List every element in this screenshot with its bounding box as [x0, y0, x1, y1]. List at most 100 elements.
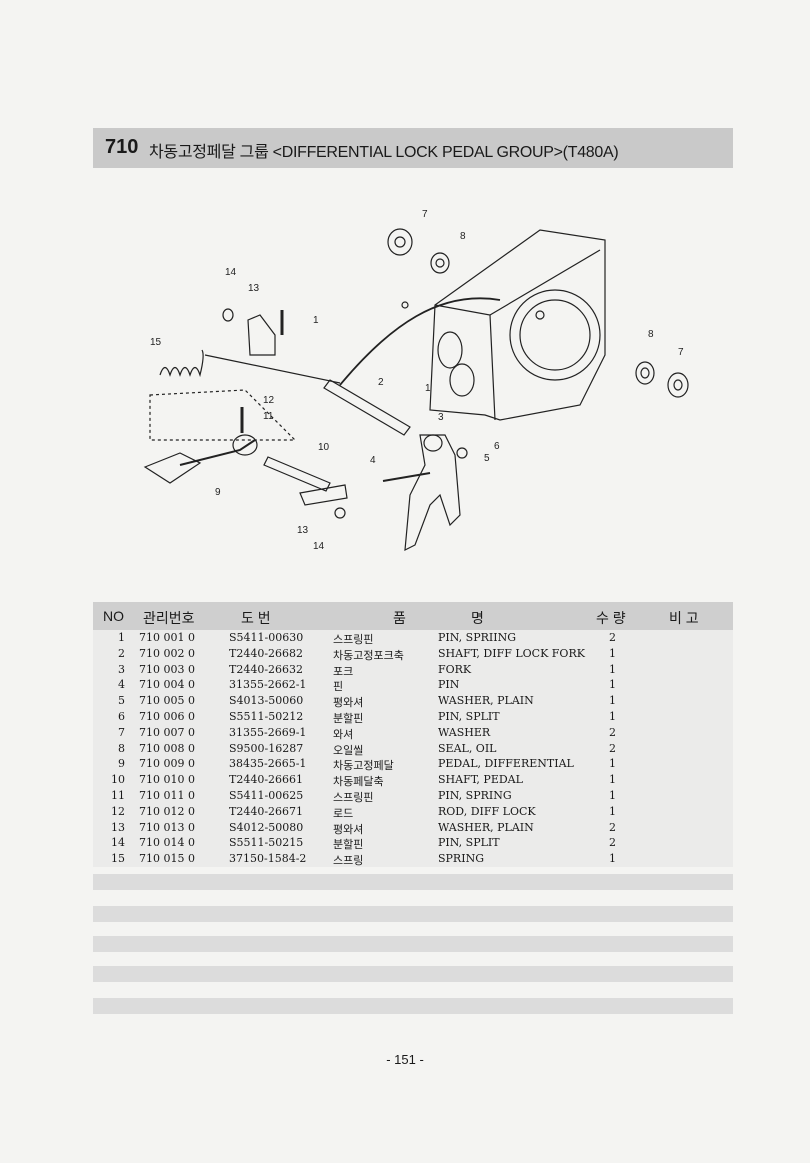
spring [159, 349, 204, 378]
row-name-en: PEDAL, DIFFERENTIAL [438, 757, 574, 771]
row-qty: 2 [609, 631, 616, 644]
callout-11: 11 [263, 411, 274, 422]
callout-5: 5 [484, 453, 490, 464]
row-part-no: 31355-2669-1 [229, 725, 307, 739]
row-name-kr: 분할핀 [333, 711, 364, 725]
pin-4 [382, 472, 431, 482]
row-no: 1 [118, 631, 125, 644]
empty-row-band [93, 936, 733, 952]
row-part-no: S5411-00630 [229, 631, 304, 644]
row-code: 710 006 0 [139, 709, 195, 723]
row-part-no: S5411-00625 [229, 788, 304, 802]
washer-top [387, 228, 413, 256]
row-name-kr: 평와셔 [333, 696, 364, 710]
callout-7-top: 7 [422, 209, 428, 220]
callout-12: 12 [263, 395, 275, 406]
row-no: 13 [111, 820, 125, 834]
callout-14-top: 14 [225, 267, 237, 278]
header-part-no: 도 번 [241, 610, 271, 626]
row-code: 710 015 0 [139, 852, 195, 866]
header-code: 관리번호 [143, 610, 195, 626]
housing-edge [434, 304, 496, 421]
callout-2: 2 [378, 377, 384, 388]
row-code: 710 002 0 [139, 646, 195, 660]
row-name-en: WASHER, PLAIN [438, 694, 534, 708]
row-name-kr: 핀 [333, 680, 344, 694]
seal-right [635, 361, 655, 385]
row-name-en: SPRING [438, 852, 484, 866]
row-name-kr: 스프링 [333, 854, 364, 868]
cable [339, 297, 501, 386]
row-code: 710 009 0 [139, 757, 195, 771]
row-qty: 1 [609, 852, 616, 866]
row-name-kr: 스프링핀 [333, 790, 374, 804]
header-no: NO [103, 608, 124, 624]
rod [204, 354, 341, 384]
row-no: 5 [118, 694, 125, 708]
row-qty: 1 [609, 709, 616, 723]
page-number: - 151 - [386, 1052, 424, 1067]
row-no: 10 [111, 773, 125, 787]
rod-frame [149, 389, 297, 441]
row-no: 4 [118, 678, 125, 692]
callout-10: 10 [318, 442, 330, 453]
row-name-en: PIN [438, 678, 460, 692]
row-no: 9 [118, 757, 125, 771]
row-name-en: PIN, SPLIT [438, 709, 500, 723]
callout-14-bottom: 14 [313, 541, 325, 552]
row-code: 710 013 0 [139, 820, 195, 834]
exploded-parts-diagram: 7 8 14 13 1 15 12 11 2 1 3 10 4 5 6 9 8 … [100, 195, 720, 585]
row-name-en: PIN, SPRING [438, 788, 512, 802]
row-name-en: SHAFT, PEDAL [438, 773, 523, 787]
pedal-arm [179, 439, 256, 466]
callout-7-right: 7 [678, 347, 684, 358]
row-code: 710 008 0 [139, 741, 195, 755]
housing-outline [429, 229, 606, 421]
row-part-no: T2440-26671 [229, 804, 304, 818]
section-title-bar: 710 차동고정페달 그룹 <DIFFERENTIAL LOCK PEDAL G… [93, 128, 733, 168]
parts-table-header: NO 관리번호 도 번 품 명 수 량 비 고 [93, 602, 733, 630]
row-part-no: 31355-2662-1 [229, 678, 307, 692]
row-part-no: T2440-26632 [229, 662, 304, 676]
header-note: 비 고 [669, 610, 699, 626]
row-qty: 1 [609, 694, 616, 708]
section-number: 710 [105, 136, 139, 158]
row-qty: 2 [609, 836, 616, 850]
row-name-kr: 분할핀 [333, 838, 364, 852]
row-qty: 1 [609, 757, 616, 771]
row-no: 14 [111, 836, 125, 850]
row-no: 2 [118, 646, 125, 660]
row-no: 6 [118, 709, 125, 723]
row-qty: 2 [609, 725, 616, 739]
row-qty: 1 [609, 773, 616, 787]
pedal-link [299, 484, 348, 506]
header-name-en: 명 [471, 610, 484, 626]
section-title: 차동고정페달 그룹 <DIFFERENTIAL LOCK PEDAL GROUP… [149, 144, 619, 161]
row-name-en: SEAL, OIL [438, 741, 497, 755]
row-part-no: 38435-2665-1 [229, 757, 307, 771]
callout-6: 6 [494, 441, 500, 452]
row-no: 8 [118, 741, 125, 755]
row-part-no: S4012-50080 [229, 820, 304, 834]
row-qty: 1 [609, 804, 616, 818]
row-code: 710 007 0 [139, 725, 195, 739]
row-part-no: T2440-26682 [229, 646, 304, 660]
empty-row-band [93, 998, 733, 1014]
row-name-kr: 차동페달축 [333, 775, 384, 789]
row-name-en: PIN, SPLIT [438, 836, 500, 850]
row-name-kr: 로드 [333, 806, 354, 820]
row-code: 710 012 0 [139, 804, 195, 818]
row-name-kr: 스프링핀 [333, 633, 374, 646]
